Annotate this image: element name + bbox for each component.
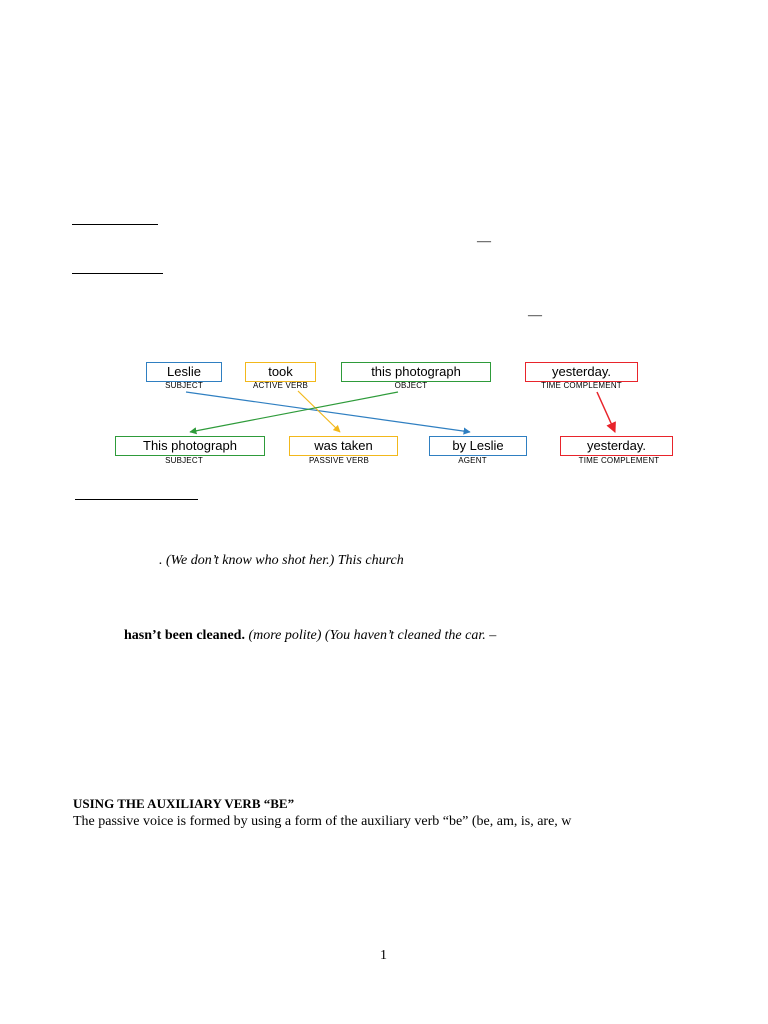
arrow-object-to-subject bbox=[189, 391, 399, 435]
active-time-box: yesterday. bbox=[525, 362, 638, 382]
example-politeness: hasn’t been cleaned. (more polite) (You … bbox=[124, 628, 496, 644]
passive-subject-box: This photograph bbox=[115, 436, 265, 456]
passive-time-box: yesterday. bbox=[560, 436, 673, 456]
arrow-subject-to-agent bbox=[185, 391, 471, 435]
heading-underline-2 bbox=[72, 273, 163, 274]
em-dash-1: — bbox=[477, 234, 491, 249]
active-subject-caption: SUBJECT bbox=[165, 381, 203, 390]
section-heading: USING THE AUXILIARY VERB “BE” bbox=[73, 796, 295, 811]
passive-agent-box: by Leslie bbox=[429, 436, 527, 456]
passive-agent-caption: AGENT bbox=[458, 456, 487, 465]
arrow-time-to-time bbox=[596, 391, 616, 433]
active-verb-caption: ACTIVE VERB bbox=[252, 381, 309, 390]
example-politeness-tail: – bbox=[485, 628, 497, 643]
active-object-caption: OBJECT bbox=[394, 381, 428, 390]
passive-time-caption: TIME COMPLEMENT bbox=[578, 456, 660, 465]
active-time-caption: TIME COMPLEMENT bbox=[541, 381, 622, 390]
em-dash-2: — bbox=[528, 308, 542, 323]
active-object-box: this photograph bbox=[341, 362, 491, 382]
example-politeness-bold: hasn’t been cleaned. bbox=[124, 628, 245, 643]
active-subject-box: Leslie bbox=[146, 362, 222, 382]
passive-verb-caption: PASSIVE VERB bbox=[308, 456, 370, 465]
page-number: 1 bbox=[380, 948, 387, 963]
passive-verb-box: was taken bbox=[289, 436, 398, 456]
example-unknown-agent: . (We don’t know who shot her.) This chu… bbox=[159, 553, 404, 568]
example-politeness-italic: (more polite) (You haven’t cleaned the c… bbox=[244, 628, 486, 643]
section-paragraph: The passive voice is formed by using a f… bbox=[73, 814, 572, 829]
heading-underline-1 bbox=[72, 224, 158, 225]
active-verb-box: took bbox=[245, 362, 316, 382]
heading-underline-3 bbox=[75, 499, 198, 500]
passive-subject-caption: SUBJECT bbox=[165, 456, 203, 465]
arrow-verb-to-passive-verb bbox=[297, 390, 341, 433]
